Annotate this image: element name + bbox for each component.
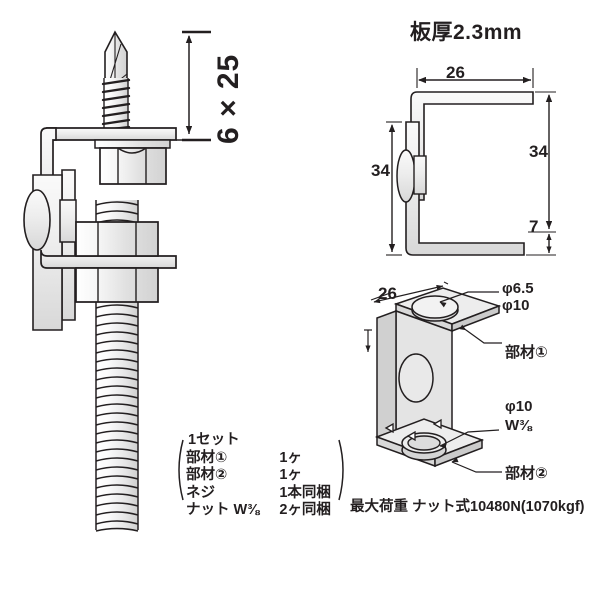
dim-line-34-left <box>386 121 402 256</box>
iso-hole-top-rim <box>411 295 459 319</box>
callout-phi-6-5: φ6.5 <box>502 280 534 297</box>
hex-nut-above-plate <box>75 221 159 257</box>
callout-part-1: 部材① <box>505 344 548 361</box>
hex-nut-below-plate <box>75 267 159 303</box>
parts-list-item-name: 部材② <box>186 467 228 483</box>
dim-height-34-left: 34 <box>371 161 390 180</box>
parts-list-item-name: 部材① <box>186 449 228 466</box>
rod-body <box>96 285 138 530</box>
hex-nut-upper <box>99 147 167 185</box>
self-drilling-screw <box>101 30 131 132</box>
iso-web-side <box>376 309 397 439</box>
callout-part-2: 部材② <box>505 465 548 482</box>
threaded-rod <box>95 200 139 532</box>
dim-line-26 <box>416 68 534 88</box>
parts-list-item-qty: 1ヶ <box>279 467 302 483</box>
parts-list-item-qty: 2ヶ同梱 <box>279 502 331 518</box>
dim-6x25 <box>182 30 211 142</box>
oval-emboss <box>23 189 51 251</box>
parts-list-item-name: ネジ <box>186 484 215 501</box>
dim-width-26: 26 <box>446 63 465 82</box>
washer-upper <box>94 139 171 149</box>
callout-thread-spec: W⅜ <box>505 417 532 434</box>
section-oval-emboss <box>396 149 416 203</box>
dim-height-34-right: 34 <box>529 142 548 161</box>
iso-dim-26 <box>370 281 449 304</box>
parts-list-item-name: ナット W⅜ <box>186 502 260 518</box>
parts-list: 1セット 部材① 1ヶ 部材② 1ヶ ネジ 1本同梱 ナット W⅜ 2ヶ同梱 <box>186 432 331 520</box>
callout-phi-10-bottom: φ10 <box>505 398 533 415</box>
iso-bottom-plate-edge2 <box>434 438 483 468</box>
parts-list-row: ナット W⅜ 2ヶ同梱 <box>186 502 331 520</box>
bottom-plate-part2 <box>40 249 177 269</box>
iso-leader-lines <box>439 291 502 473</box>
parts-list-braces <box>178 439 344 501</box>
parts-list-table: 部材① 1ヶ 部材② 1ヶ ネジ 1本同梱 ナット W⅜ 2ヶ同梱 <box>186 450 331 520</box>
max-load-label: 最大荷重 ナット式10480N(1070kgf) <box>350 499 585 515</box>
parts-list-row: ネジ 1本同梱 <box>186 485 331 503</box>
dim-line-34-right <box>528 91 556 233</box>
dim-line-7 <box>526 233 556 256</box>
parts-list-item-qty: 1ヶ <box>279 449 302 466</box>
section-rib <box>413 155 427 195</box>
section-lower-member <box>405 121 525 256</box>
top-plate-part1 <box>46 127 177 141</box>
cross-section-view <box>386 68 556 256</box>
parts-list-row: 部材② 1ヶ <box>186 467 331 485</box>
callout-phi-10-top: φ10 <box>502 297 530 314</box>
screw-nut-washer <box>94 139 171 185</box>
iso-hole-bottom <box>407 435 441 451</box>
iso-dim-26-label: 26 <box>378 284 397 303</box>
web-rib <box>59 199 77 243</box>
iso-oval-emboss <box>398 353 434 403</box>
dim-lip-7: 7 <box>529 217 539 236</box>
isometric-view <box>364 281 502 473</box>
parts-list-row: 部材① 1ヶ <box>186 450 331 468</box>
parts-list-heading: 1セット <box>188 432 240 448</box>
section-upper-member <box>410 91 534 201</box>
lower-bracket-web <box>61 169 76 321</box>
screw-size-label: 6 × 25 <box>212 53 245 144</box>
assembly-section-view <box>23 30 211 532</box>
plate-thickness-label: 板厚2.3mm <box>410 21 523 44</box>
parts-list-item-qty: 1本同梱 <box>279 484 331 501</box>
iso-fold-marks <box>384 418 442 442</box>
